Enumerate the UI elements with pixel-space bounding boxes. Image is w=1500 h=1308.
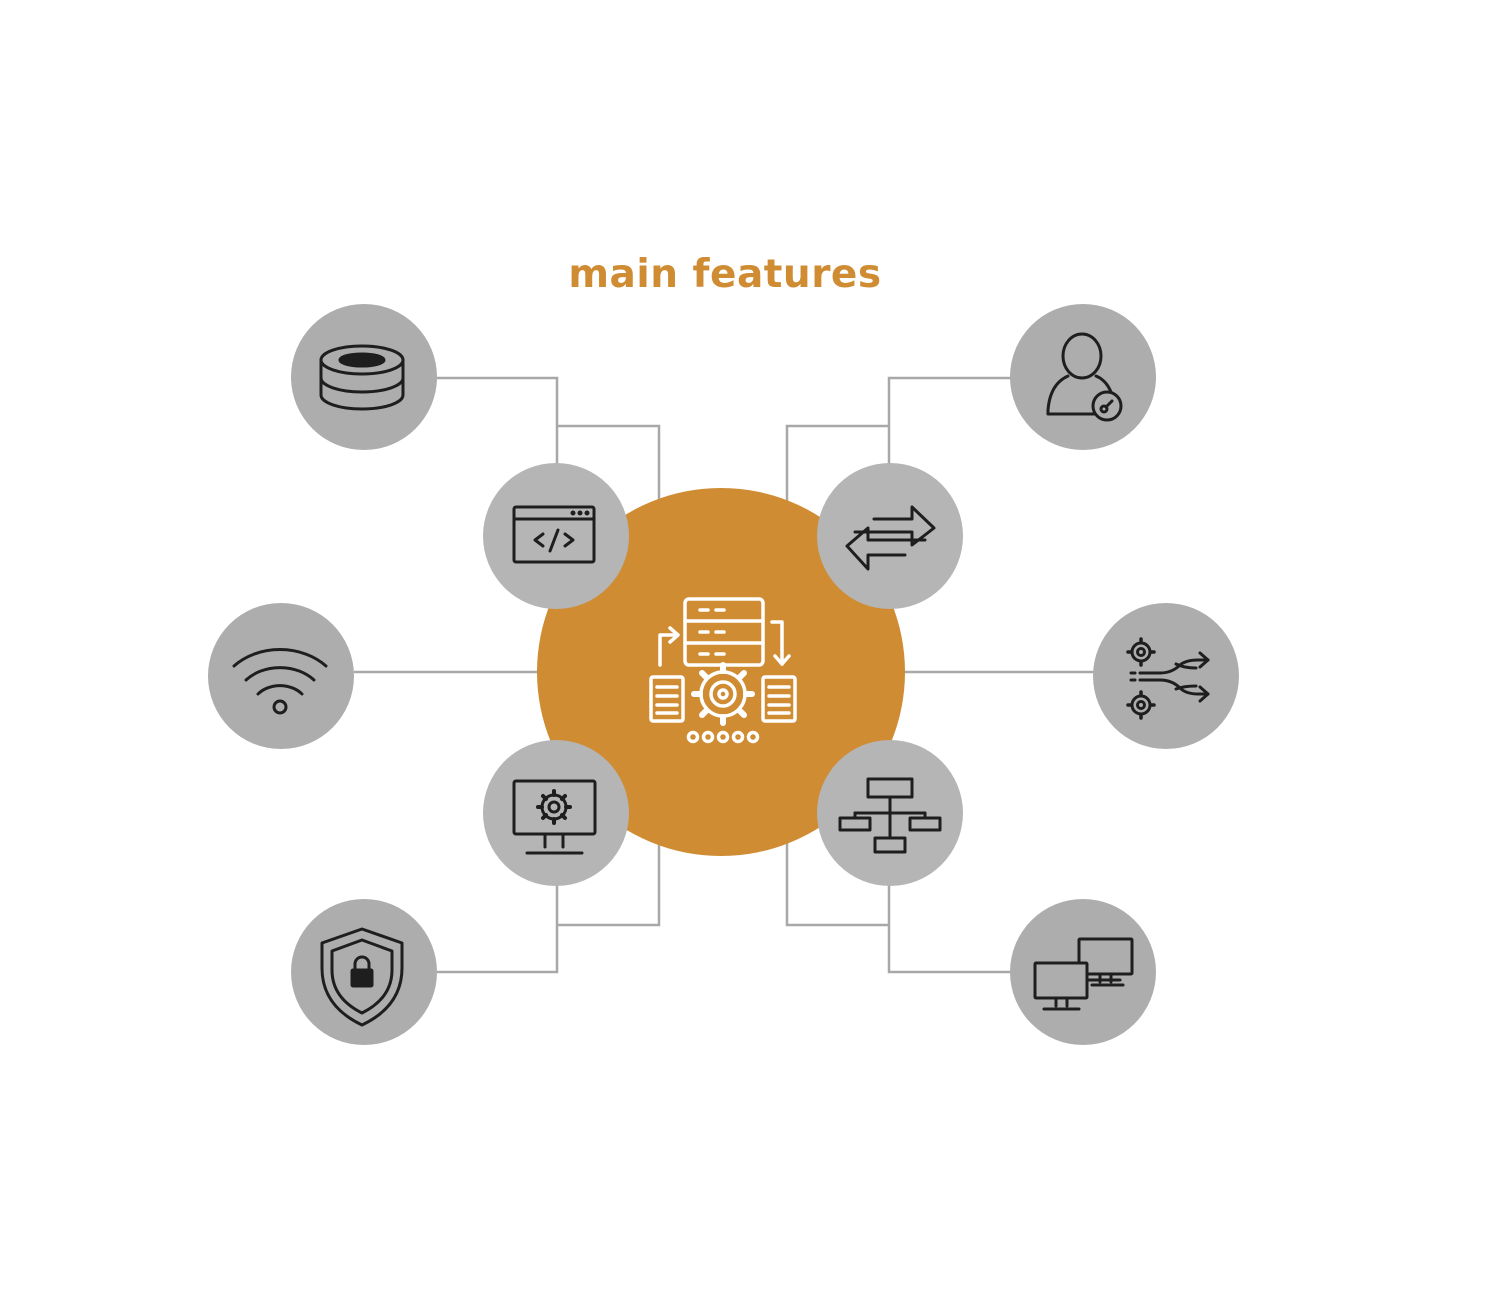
connector-monitor — [557, 840, 661, 927]
code-window-icon — [512, 505, 596, 564]
connector-database — [437, 376, 559, 470]
monitor-gear-icon — [512, 779, 597, 855]
two-computers-icon — [1033, 937, 1134, 1011]
connectors — [354, 376, 1094, 974]
server-rack-gear-icon — [649, 597, 797, 744]
arrows-exchange-icon — [845, 505, 936, 571]
connector-hierarchy — [785, 840, 889, 927]
diagram-title: main features — [568, 252, 882, 297]
user-key-icon — [1046, 332, 1123, 422]
connector-networked — [887, 880, 1010, 974]
connector-security — [437, 880, 559, 974]
database-icon — [319, 344, 405, 411]
node-database — [291, 304, 437, 450]
node-automation — [1093, 603, 1239, 749]
gears-split-arrows-icon — [1126, 637, 1210, 720]
shield-lock-icon — [320, 927, 404, 1027]
connector-code — [557, 424, 661, 510]
node-data-transfer — [817, 463, 963, 609]
org-chart-icon — [838, 777, 942, 854]
node-wifi — [208, 603, 354, 749]
connector-user-access — [887, 376, 1010, 470]
wifi-icon — [232, 648, 328, 715]
connector-data-transfer — [785, 424, 889, 510]
